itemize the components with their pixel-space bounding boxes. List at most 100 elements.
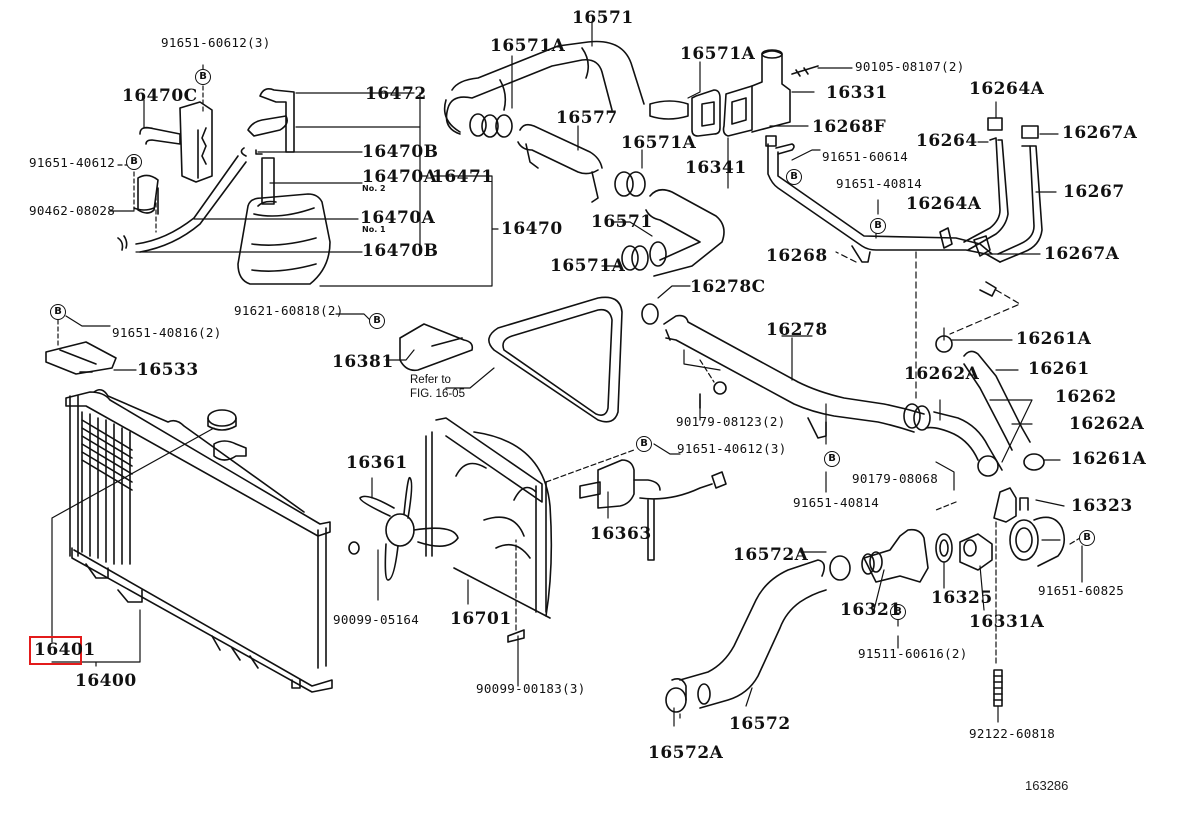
part-label[interactable]: 91621-60818(2)	[234, 303, 344, 318]
part-label[interactable]: 16381	[332, 352, 394, 372]
part-label[interactable]: 16331A	[969, 612, 1045, 632]
part-label[interactable]: 90099-00183(3)	[476, 681, 586, 696]
part-label[interactable]: 16261A	[1071, 449, 1147, 469]
part-label[interactable]: 16571	[572, 8, 634, 28]
part-label[interactable]: 16278	[766, 320, 828, 340]
part-label[interactable]: 16361	[346, 453, 408, 473]
part-label[interactable]: 90179-08068	[852, 471, 939, 486]
part-label[interactable]: 16571A	[680, 44, 756, 64]
bolt-marker-b: B	[870, 218, 886, 234]
leader-lines-fan	[335, 313, 681, 687]
part-label[interactable]: 16571A	[621, 133, 697, 153]
gasket-16341	[691, 89, 721, 137]
part-label[interactable]: 16470A	[362, 167, 438, 187]
part-label[interactable]: 90462-08028	[29, 203, 116, 218]
part-label[interactable]: 91511-60616(2)	[858, 646, 968, 661]
hoses-16261-16262	[903, 335, 1045, 477]
part-label[interactable]: 92122-60818	[969, 726, 1056, 741]
part-label[interactable]: 16571	[591, 212, 653, 232]
part-sublabel: No. 2	[362, 184, 386, 193]
part-label[interactable]: 16268F	[812, 117, 887, 137]
part-label[interactable]: 16331	[826, 83, 888, 103]
part-label[interactable]: 16470B	[362, 241, 439, 261]
part-label[interactable]: 16323	[1071, 496, 1133, 516]
part-label[interactable]: 16572	[729, 714, 791, 734]
part-label[interactable]: 16262	[1055, 387, 1117, 407]
part-label[interactable]: 16472	[365, 84, 427, 104]
part-label[interactable]: 16571A	[490, 36, 566, 56]
part-label[interactable]: 16701	[450, 609, 512, 629]
part-label[interactable]: 16262A	[904, 364, 980, 384]
part-label-highlighted[interactable]: 16401	[34, 640, 96, 660]
part-label[interactable]: 16267	[1063, 182, 1125, 202]
part-label[interactable]: 16471	[432, 167, 494, 187]
bypass-pipe-16577	[517, 123, 646, 203]
part-label[interactable]: 90179-08123(2)	[676, 414, 786, 429]
bolt-marker-b: B	[50, 304, 66, 320]
bolt-marker-b: B	[195, 69, 211, 85]
part-label[interactable]: 16262A	[1069, 414, 1145, 434]
radiator-support-16533	[45, 341, 117, 375]
part-label[interactable]: 91651-40612	[29, 155, 116, 170]
fan-motor-16363	[579, 459, 727, 561]
hose-clamp-bracket	[133, 174, 159, 215]
part-label[interactable]: 16470B	[362, 142, 439, 162]
part-label[interactable]: 90105-08107(2)	[855, 59, 965, 74]
hose-16267	[973, 125, 1043, 263]
part-label[interactable]: 16267A	[1044, 244, 1120, 264]
reservoir-bracket	[139, 101, 213, 183]
reservoir-tank	[237, 157, 331, 285]
water-pipe-16268	[765, 135, 1001, 297]
part-label[interactable]: 16325	[931, 588, 993, 608]
highlight-box	[29, 636, 82, 665]
lower-bend-hose-16571	[621, 188, 725, 277]
part-label[interactable]: 90099-05164	[333, 612, 420, 627]
reservoir-cap-hose	[240, 88, 295, 157]
part-label[interactable]: 16268	[766, 246, 828, 266]
part-label[interactable]: 16363	[590, 524, 652, 544]
part-label[interactable]: 91651-40814	[793, 495, 880, 510]
part-label[interactable]: 16341	[685, 158, 747, 178]
part-label[interactable]: 16470	[501, 219, 563, 239]
radiator-16400	[65, 388, 333, 693]
part-label[interactable]: 16577	[556, 108, 618, 128]
bolt-marker-b: B	[824, 451, 840, 467]
part-label[interactable]: 16261A	[1016, 329, 1092, 349]
bolt-marker-b: B	[890, 604, 906, 620]
part-label[interactable]: 16572A	[648, 743, 724, 763]
part-label[interactable]: 16470A	[360, 208, 436, 228]
part-label[interactable]: 16321	[840, 600, 902, 620]
part-label[interactable]: 16264A	[906, 194, 982, 214]
bolt-marker-b: B	[369, 313, 385, 329]
part-label[interactable]: 91651-40612(3)	[677, 441, 787, 456]
part-label[interactable]: 91651-40816(2)	[112, 325, 222, 340]
part-label[interactable]: 16571A	[550, 256, 626, 276]
lower-hose-16572	[665, 555, 851, 713]
bolt-marker-b: B	[1079, 530, 1095, 546]
part-label[interactable]: 91651-60825	[1038, 583, 1125, 598]
overflow-hose	[117, 155, 247, 253]
water-inlet-16331	[722, 49, 819, 137]
part-label[interactable]: 16470C	[122, 86, 198, 106]
part-label[interactable]: 91651-60614	[822, 149, 909, 164]
bolt-marker-b: B	[636, 436, 652, 452]
part-label[interactable]: 16278C	[690, 277, 766, 297]
leader-lines-reservoir	[109, 64, 499, 287]
part-label[interactable]: 16261	[1028, 359, 1090, 379]
part-label[interactable]: 91651-60612(3)	[161, 35, 271, 50]
leader-lines-upper	[511, 21, 853, 267]
part-label[interactable]: 16400	[75, 671, 137, 691]
part-label[interactable]: 16264	[916, 131, 978, 151]
part-label[interactable]: 16572A	[733, 545, 809, 565]
fan-belt	[488, 296, 623, 423]
leader-lines-lower-right	[657, 285, 1083, 727]
part-label[interactable]: 16267A	[1062, 123, 1138, 143]
upper-hose-16571	[443, 40, 645, 135]
part-label[interactable]: 16533	[137, 360, 199, 380]
part-label[interactable]: 91651-40814	[836, 176, 923, 191]
part-label[interactable]: 16264A	[969, 79, 1045, 99]
radiator-cap	[207, 409, 247, 461]
bolt-marker-b: B	[126, 154, 142, 170]
